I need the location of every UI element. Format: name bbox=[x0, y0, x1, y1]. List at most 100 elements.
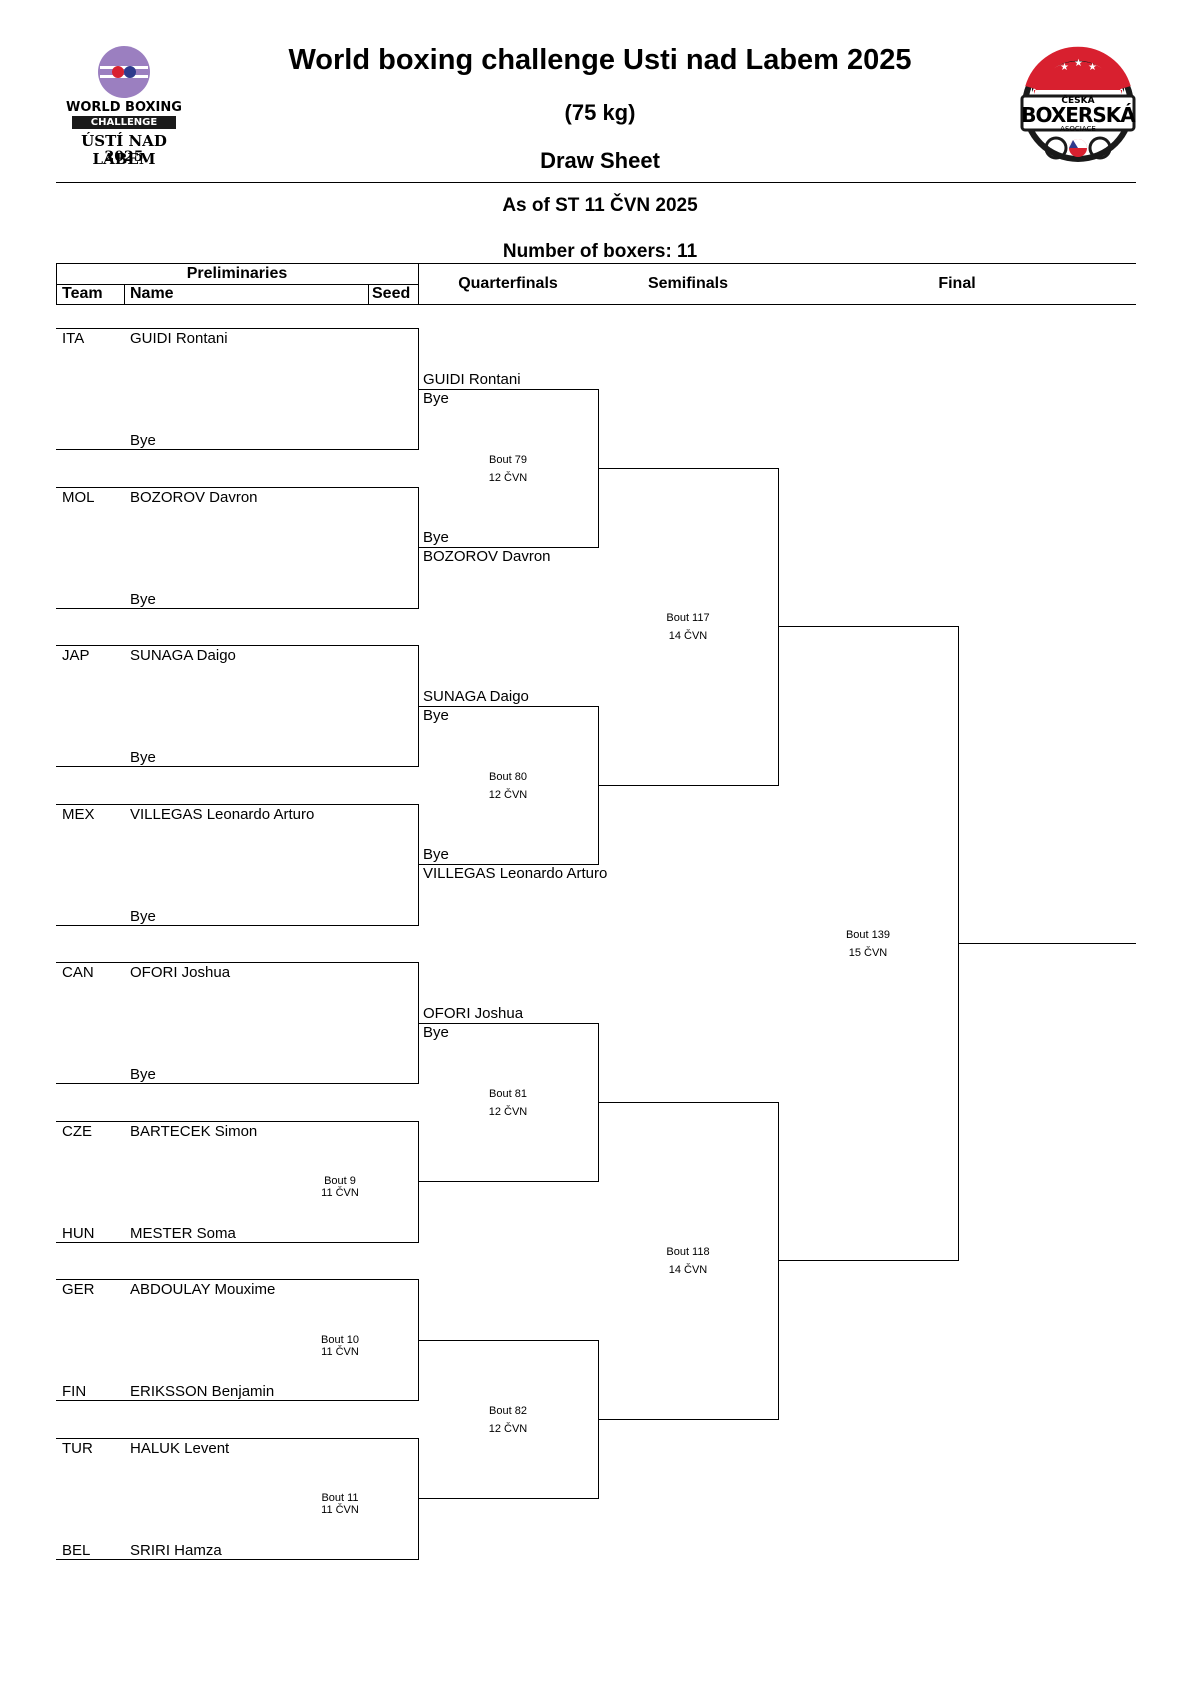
prelim-line bbox=[56, 1400, 418, 1401]
entrant-team: BEL bbox=[62, 1541, 91, 1559]
entrant-name: MESTER Soma bbox=[130, 1224, 236, 1242]
quarter-bout-date: 12 ČVN bbox=[488, 471, 528, 484]
quarter-name: Bye bbox=[423, 706, 449, 724]
preliminaries-header: Preliminaries bbox=[186, 265, 288, 282]
entrant-name: BARTECEK Simon bbox=[130, 1122, 258, 1140]
quarter-line bbox=[418, 705, 598, 707]
svg-text:★: ★ bbox=[1060, 62, 1069, 73]
quarter-bout-date: 12 ČVN bbox=[488, 788, 528, 801]
entrant-name: Bye bbox=[130, 907, 156, 925]
table-bottom-border bbox=[56, 304, 1136, 305]
final-bout-number: Bout 139 bbox=[845, 929, 891, 942]
semifinals-header: Semifinals bbox=[647, 275, 729, 292]
wbc-logo-line2: CHALLENGE bbox=[72, 116, 176, 129]
entrant-team: MEX bbox=[62, 805, 95, 823]
prelim-line bbox=[56, 607, 418, 609]
quarter-line bbox=[418, 1339, 598, 1341]
boxer-count: Number of boxers: 11 bbox=[502, 241, 698, 262]
quarter-line bbox=[418, 1498, 598, 1499]
prelim-line bbox=[56, 766, 418, 767]
prelim-line bbox=[56, 962, 418, 963]
cba-logo-line1: ČESKÁ bbox=[1061, 96, 1095, 106]
entrant-name: Bye bbox=[130, 590, 156, 608]
entrant-team: GER bbox=[62, 1281, 95, 1298]
semi-line bbox=[598, 784, 778, 786]
final-line bbox=[778, 1260, 958, 1262]
entrant-name: Bye bbox=[130, 1066, 156, 1083]
prelim-bout-date: 11 ČVN bbox=[321, 1504, 359, 1516]
name-column-header: Name bbox=[130, 285, 174, 302]
semi-bout-number: Bout 117 bbox=[666, 612, 710, 625]
wbc-logo-line1: WORLD BOXING bbox=[66, 100, 182, 115]
quarter-line bbox=[418, 1181, 598, 1182]
wbc-logo-line3: ÚSTÍ NAD LABEM bbox=[81, 132, 167, 168]
prelim-bout-number: Bout 10 bbox=[321, 1333, 359, 1346]
prelim-line bbox=[56, 803, 418, 805]
entrant-name: OFORI Joshua bbox=[130, 964, 231, 981]
quarter-name: Bye bbox=[423, 846, 449, 863]
entrant-team: MOL bbox=[62, 488, 95, 506]
quarter-name: Bye bbox=[423, 389, 449, 407]
draw-sheet-heading: Draw Sheet bbox=[540, 148, 660, 173]
final-bout-date: 15 ČVN bbox=[848, 947, 888, 960]
semi-bout-number: Bout 118 bbox=[666, 1246, 710, 1259]
quarter-line bbox=[418, 388, 598, 390]
quarter-bout-number: Bout 79 bbox=[489, 453, 527, 466]
semi-line bbox=[598, 1101, 778, 1103]
quarter-bout-number: Bout 80 bbox=[489, 770, 527, 783]
quarter-name: GUIDI Rontani bbox=[423, 370, 521, 388]
wbc-logo-line4: 2025 bbox=[104, 149, 144, 165]
page-title: World boxing challenge Usti nad Labem 20… bbox=[288, 44, 912, 76]
table-top-border bbox=[56, 263, 1136, 264]
entrant-team: TUR bbox=[62, 1439, 93, 1457]
final-line bbox=[778, 626, 958, 628]
quarter-name: Bye bbox=[423, 1023, 449, 1041]
semi-line bbox=[598, 1418, 778, 1420]
semi-bout-date: 14 ČVN bbox=[668, 1264, 708, 1277]
quarter-bout-date: 12 ČVN bbox=[488, 1422, 528, 1435]
quarter-line bbox=[418, 547, 598, 548]
entrant-name: HALUK Levent bbox=[130, 1439, 230, 1457]
svg-text:★: ★ bbox=[1074, 58, 1083, 69]
svg-text:★: ★ bbox=[1088, 62, 1097, 73]
seed-column-header: Seed bbox=[372, 285, 411, 302]
cba-logo-line2: BOXERSKÁ bbox=[1021, 103, 1135, 127]
wbc-logo: WORLD BOXING CHALLENGE ÚSTÍ NAD LABEM 20… bbox=[56, 44, 192, 168]
quarterfinals-header: Quarterfinals bbox=[458, 275, 558, 292]
quarter-name: SUNAGA Daigo bbox=[423, 687, 529, 705]
prelim-line bbox=[56, 1558, 418, 1560]
entrant-name: SRIRI Hamza bbox=[130, 1541, 222, 1559]
quarter-line bbox=[418, 864, 598, 865]
quarter-bout-number: Bout 81 bbox=[489, 1087, 527, 1100]
quarter-bout-date: 12 ČVN bbox=[488, 1105, 528, 1118]
entrant-name: Bye bbox=[130, 432, 156, 449]
team-column-header: Team bbox=[62, 285, 103, 302]
quarter-name: BOZOROV Davron bbox=[423, 548, 551, 565]
final-header: Final bbox=[938, 275, 976, 292]
semi-line bbox=[598, 467, 778, 469]
entrant-team: FIN bbox=[62, 1383, 87, 1400]
entrant-team: JAP bbox=[62, 647, 90, 664]
ceska-boxerska-logo: ★ ★ ★ ČESKÁ BOXERSKÁ ASOCIACE bbox=[1018, 44, 1138, 168]
entrant-name: Bye bbox=[130, 749, 156, 766]
quarter-name: Bye bbox=[423, 529, 449, 546]
prelim-line bbox=[56, 449, 418, 450]
cba-logo-line3: ASOCIACE bbox=[1060, 125, 1096, 133]
entrant-name: SUNAGA Daigo bbox=[130, 647, 236, 664]
prelim-line bbox=[56, 328, 418, 329]
weight-class: (75 kg) bbox=[564, 100, 636, 125]
entrant-team: CZE bbox=[62, 1122, 92, 1140]
header-divider bbox=[56, 182, 1136, 183]
prelim-line bbox=[56, 1279, 418, 1280]
prelim-line bbox=[56, 645, 418, 646]
entrant-name: BOZOROV Davron bbox=[130, 488, 258, 506]
quarter-bout-number: Bout 82 bbox=[489, 1404, 527, 1417]
prelim-line bbox=[56, 1083, 418, 1084]
entrant-team: CAN bbox=[62, 964, 94, 981]
semi-bout-date: 14 ČVN bbox=[668, 630, 708, 643]
prelim-line bbox=[56, 1120, 418, 1122]
prelim-bout-number: Bout 11 bbox=[321, 1492, 359, 1504]
entrant-team: ITA bbox=[62, 330, 85, 347]
quarter-name: OFORI Joshua bbox=[423, 1004, 524, 1022]
quarter-name: VILLEGAS Leonardo Arturo bbox=[423, 865, 608, 882]
